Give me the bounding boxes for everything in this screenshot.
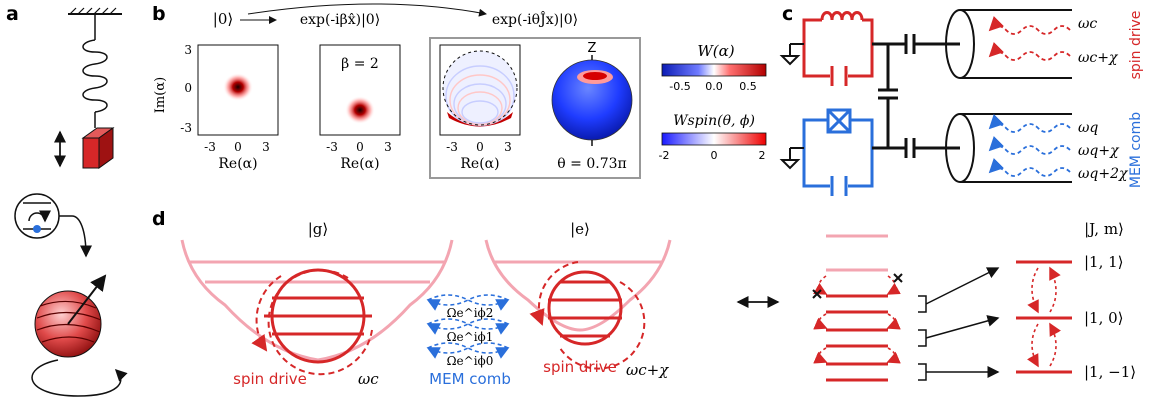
tone-phi1: Ωe^iϕ1 <box>447 330 494 344</box>
sphere-axis-z: Z <box>588 41 597 56</box>
colorbar-spin-tick-1: -2 <box>659 149 670 162</box>
xtick-0-c: 0 <box>476 140 484 154</box>
xtick-0: 0 <box>234 140 242 154</box>
mem-comb-arrows <box>426 294 510 359</box>
panel-d-label: d <box>152 208 166 230</box>
tone-phi2: Ωe^iϕ2 <box>447 306 494 320</box>
panel-c-label: c <box>782 3 793 25</box>
coupling-arrow <box>71 215 92 258</box>
colorbar-w-label: W(α) <box>697 42 734 60</box>
wigner-plot-vacuum <box>197 44 279 136</box>
xlabel-1: Re(α) <box>218 156 257 172</box>
coax-line-top <box>945 9 1072 79</box>
ylabel: Im(α) <box>153 77 168 113</box>
panel-d: d |g⟩ |e⟩ |J, m⟩ spin drive ωc <box>152 208 1136 388</box>
state-1-m1: |1, −1⟩ <box>1084 363 1136 381</box>
theta-label: θ = 0.73π <box>557 156 626 172</box>
xtick-3-b: 3 <box>384 140 392 154</box>
panel-a-label: a <box>6 3 19 25</box>
state-displaced: exp(-iβx̂)|0⟩ <box>300 12 380 28</box>
freq-wq-2chi: ωq+2χ <box>1078 166 1129 182</box>
ytick-3: 3 <box>184 43 192 57</box>
wigner-plot-displaced <box>319 44 401 136</box>
wigner-plot-rotated <box>439 44 521 136</box>
freq-wc: ωc <box>1078 16 1097 32</box>
xtick-m3-c: -3 <box>446 140 458 154</box>
ground-icon-2 <box>779 148 801 170</box>
qubit-circuit <box>802 108 874 196</box>
spring <box>82 39 108 113</box>
colorbar-w-tick-3: 0.5 <box>739 80 757 93</box>
spin-wigner-sphere <box>551 55 633 146</box>
ytick-0: 0 <box>184 81 192 95</box>
spin-sphere-icon <box>31 274 128 397</box>
ytick-m3: -3 <box>180 121 192 135</box>
colorbar-spin <box>661 132 767 146</box>
colorbar-spin-tick-3: 2 <box>759 149 766 162</box>
panel-b: b |0⟩ exp(-iβx̂)|0⟩ exp(-iθĴx)|0⟩ Im(α) … <box>152 3 767 179</box>
rotated-state-box <box>429 37 641 179</box>
ground-potential <box>180 239 454 376</box>
ground-state-label: |g⟩ <box>308 220 329 238</box>
xtick-m3-b: -3 <box>326 140 338 154</box>
xtick-m3: -3 <box>204 140 216 154</box>
omega-c-label: ωc <box>358 370 379 388</box>
freq-wq: ωq <box>1078 120 1098 136</box>
mapping-brackets <box>918 267 1000 381</box>
state-rotated: exp(-iθĴx)|0⟩ <box>492 10 578 28</box>
xtick-3-c: 3 <box>504 140 512 154</box>
coupling-wires <box>872 34 960 158</box>
coax-line-bottom <box>945 113 1072 183</box>
beta-label: β = 2 <box>341 56 379 72</box>
colorbar-spin-label: Wspin(θ, ϕ) <box>673 113 755 129</box>
freq-wc-chi: ωc+χ <box>1078 50 1119 66</box>
colorbar-w-tick-1: -0.5 <box>669 80 690 93</box>
excited-potential <box>484 239 672 370</box>
omega-c-chi-label: ωc+χ <box>626 361 669 379</box>
state-1-1: |1, 1⟩ <box>1084 253 1124 271</box>
mem-comb-tones <box>988 114 1071 177</box>
energy-ladder <box>812 234 903 382</box>
colorbar-w <box>661 63 767 77</box>
cavity-resonator <box>802 11 874 86</box>
qubit-icon <box>14 193 60 239</box>
xlabel-3: Re(α) <box>460 156 499 172</box>
freq-wq-chi: ωq+χ <box>1078 143 1120 159</box>
spin-levels <box>1016 260 1072 374</box>
excited-state-label: |e⟩ <box>570 220 590 238</box>
xlabel-2: Re(α) <box>340 156 379 172</box>
state-vacuum: |0⟩ <box>213 10 233 28</box>
spin-drive-label: spin drive <box>1128 11 1144 80</box>
state-1-0: |1, 0⟩ <box>1084 309 1124 327</box>
colorbar-w-tick-2: 0.0 <box>705 80 723 93</box>
panel-a: a <box>6 3 128 397</box>
panel-c: c <box>779 3 1144 196</box>
mem-comb-label: MEM comb <box>1128 112 1144 188</box>
mem-comb-label-d: MEM comb <box>429 370 511 388</box>
xtick-3: 3 <box>262 140 270 154</box>
xtick-0-b: 0 <box>356 140 364 154</box>
jm-label: |J, m⟩ <box>1084 220 1124 238</box>
colorbar-spin-tick-2: 0 <box>711 149 718 162</box>
spin-drive-tones <box>988 16 1071 61</box>
spin-drive-label-g: spin drive <box>233 370 307 388</box>
ground-icon <box>779 44 801 66</box>
ceiling-hatch <box>69 7 117 15</box>
tone-phi0: Ωe^iϕ0 <box>447 354 494 368</box>
arrow-2 <box>247 3 487 17</box>
mass-cube <box>81 127 115 169</box>
panel-b-label: b <box>152 3 166 25</box>
spin-drive-label-e: spin drive <box>543 358 617 376</box>
